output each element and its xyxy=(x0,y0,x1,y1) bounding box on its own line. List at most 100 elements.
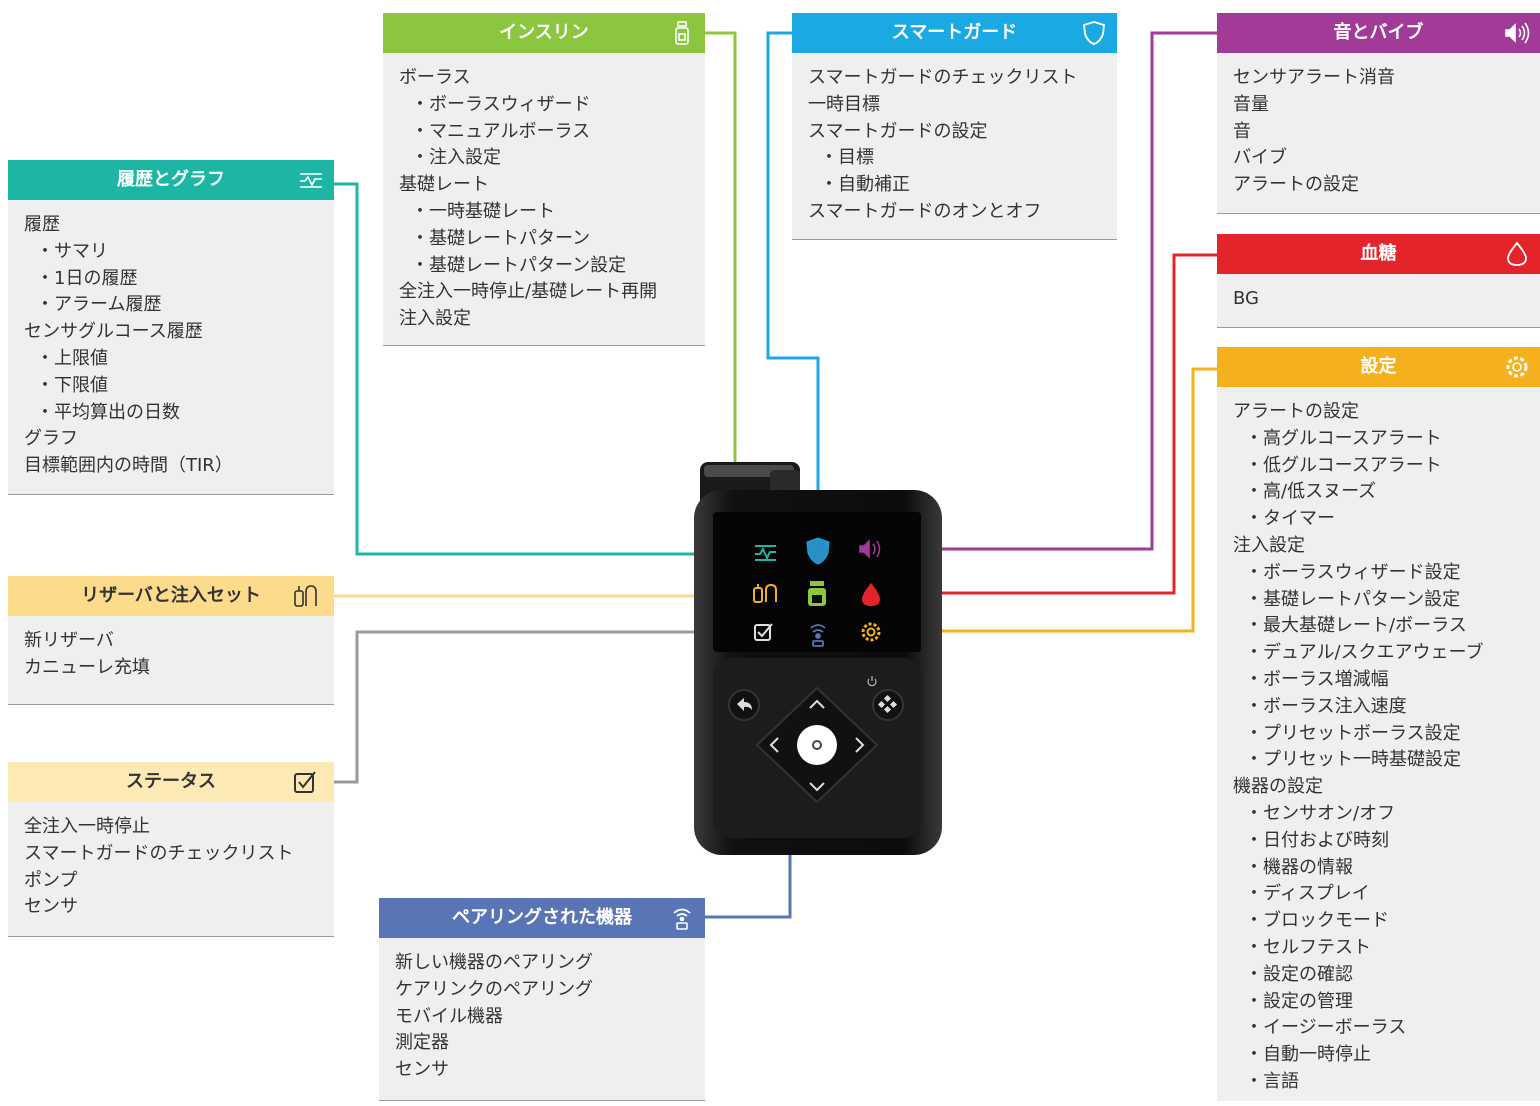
list-subitem: ボーラスウィザード設定 xyxy=(1233,560,1540,587)
panel-sound-list: センサアラート消音音量音バイブアラートの設定 xyxy=(1217,53,1540,209)
panel-settings-title: 設定 xyxy=(1360,356,1397,377)
panel-settings-list: アラートの設定高グルコースアラート低グルコースアラート高/低スヌーズタイマー注入… xyxy=(1217,387,1540,1106)
speaker-icon[interactable] xyxy=(859,539,881,559)
panel-status-title: ステータス xyxy=(126,771,216,792)
list-item: スマートガードのチェックリスト xyxy=(808,67,1078,88)
list-subitem: 目標 xyxy=(808,145,1117,172)
connector-bg xyxy=(890,253,1217,595)
panel-paired-header: ペアリングされた機器 xyxy=(379,898,705,938)
list-subitem: 基礎レートパターン設定 xyxy=(1233,587,1540,614)
checkbox-icon xyxy=(294,771,316,793)
panel-insulin-header: インスリン xyxy=(383,13,705,53)
list-subitem: 設定の管理 xyxy=(1233,989,1540,1016)
panel-paired: ペアリングされた機器 新しい機器のペアリングケアリンクのペアリングモバイル機器測… xyxy=(379,898,705,1101)
power-icon xyxy=(867,676,877,687)
panel-status-header: ステータス xyxy=(8,762,334,802)
list-subitem: プリセット一時基礎設定 xyxy=(1233,747,1540,774)
checkbox-icon[interactable] xyxy=(754,623,773,641)
panel-bg: 血糖 BG xyxy=(1217,234,1540,328)
panel-sound-title: 音とバイブ xyxy=(1333,22,1424,43)
wireless-icon xyxy=(673,908,691,930)
panel-status: ステータス 全注入一時停止スマートガードのチェックリストポンプセンサ xyxy=(8,762,334,937)
list-subitem: タイマー xyxy=(1233,506,1540,533)
list-subitem: 日付および時刻 xyxy=(1233,828,1540,855)
panel-insulin-list: ボーラスボーラスウィザードマニュアルボーラス注入設定基礎レート一時基礎レート基礎… xyxy=(383,53,705,343)
panel-history-header: 履歴とグラフ xyxy=(8,160,334,200)
graph-icon xyxy=(300,173,322,188)
nav-pad[interactable] xyxy=(755,686,879,804)
list-item: 注入設定 xyxy=(399,308,471,330)
blood-drop-icon[interactable] xyxy=(862,583,880,606)
gear-icon xyxy=(1506,356,1528,378)
list-subitem: 下限値 xyxy=(24,373,334,400)
list-item: 全注入一時停止/基礎レート再開 xyxy=(399,281,658,303)
list-subitem: 基礎レートパターン xyxy=(399,226,705,253)
list-subitem: 低グルコースアラート xyxy=(1233,453,1540,480)
shield-icon[interactable] xyxy=(806,537,830,565)
panel-smartguard-list: スマートガードのチェックリスト一時目標スマートガードの設定目標自動補正スマートガ… xyxy=(792,53,1117,236)
list-item: ケアリンクのペアリング xyxy=(395,978,593,1000)
list-item: 機器の設定 xyxy=(1233,776,1323,798)
list-item: カニューレ充填 xyxy=(24,656,150,678)
list-subitem: セルフテスト xyxy=(1233,935,1540,962)
list-subitem: 言語 xyxy=(1233,1069,1540,1096)
list-subitem: 1日の履歴 xyxy=(24,266,334,293)
list-subitem: 平均算出の日数 xyxy=(24,400,334,427)
connector-sound xyxy=(890,31,1217,551)
list-subitem: マニュアルボーラス xyxy=(399,119,705,146)
select-icon[interactable] xyxy=(812,740,822,750)
panel-sound: 音とバイブ センサアラート消音音量音バイブアラートの設定 xyxy=(1217,13,1540,214)
speaker-icon xyxy=(1505,22,1530,44)
list-subitem: 一時基礎レート xyxy=(399,199,705,226)
connector-settings xyxy=(890,367,1217,633)
panel-smartguard: スマートガード スマートガードのチェックリスト一時目標スマートガードの設定目標自… xyxy=(792,13,1117,240)
list-item: 音量 xyxy=(1233,93,1269,115)
right-icon[interactable] xyxy=(855,737,865,753)
panel-insulin: インスリン ボーラスボーラスウィザードマニュアルボーラス注入設定基礎レート一時基… xyxy=(383,13,705,346)
list-item: グラフ xyxy=(24,428,78,450)
menu-icon xyxy=(877,694,898,714)
back-button[interactable] xyxy=(728,689,760,721)
down-icon[interactable] xyxy=(809,782,825,792)
panel-reservoir-title: リザーバと注入セット xyxy=(81,585,261,606)
list-subitem: 最大基礎レート/ボーラス xyxy=(1233,613,1540,640)
panel-sound-header: 音とバイブ xyxy=(1217,13,1540,53)
list-subitem: プリセットボーラス設定 xyxy=(1233,721,1540,748)
blood-drop-icon xyxy=(1507,241,1527,266)
reservoir-icon[interactable] xyxy=(753,583,777,603)
menu-button[interactable] xyxy=(872,689,904,721)
list-item: 全注入一時停止 xyxy=(24,816,150,837)
panel-reservoir-list: 新リザーバカニューレ充填 xyxy=(8,616,334,692)
up-icon[interactable] xyxy=(809,699,825,709)
list-subitem: 設定の確認 xyxy=(1233,962,1540,989)
graph-icon[interactable] xyxy=(755,545,776,561)
gear-icon[interactable] xyxy=(861,622,881,642)
list-subitem: 上限値 xyxy=(24,346,334,373)
list-subitem: 基礎レートパターン設定 xyxy=(399,253,705,280)
list-item: センサアラート消音 xyxy=(1233,67,1395,88)
panel-paired-list: 新しい機器のペアリングケアリンクのペアリングモバイル機器測定器センサ xyxy=(379,938,705,1094)
left-icon[interactable] xyxy=(769,737,779,753)
list-item: ポンプ xyxy=(24,869,78,891)
list-item: スマートガードのオンとオフ xyxy=(808,200,1042,222)
list-item: スマートガードのチェックリスト xyxy=(24,842,294,864)
panel-bg-title: 血糖 xyxy=(1360,243,1397,264)
list-item: 音 xyxy=(1233,120,1251,142)
insulin-vial-icon[interactable] xyxy=(808,581,826,606)
list-subitem: ボーラス注入速度 xyxy=(1233,694,1540,721)
panel-reservoir: リザーバと注入セット 新リザーバカニューレ充填 xyxy=(8,576,334,705)
list-subitem: アラーム履歴 xyxy=(24,292,334,319)
connector-smartguard xyxy=(766,31,820,530)
panel-history: 履歴とグラフ 履歴サマリ1日の履歴アラーム履歴センサグルコース履歴上限値下限値平… xyxy=(8,160,334,495)
connector-history xyxy=(334,182,740,556)
list-item: センサ xyxy=(395,1059,449,1081)
insulin-vial-icon xyxy=(675,21,689,45)
list-subitem: センサオン/オフ xyxy=(1233,801,1540,828)
back-icon xyxy=(737,698,752,711)
panel-settings-header: 設定 xyxy=(1217,347,1540,387)
list-subitem: 機器の情報 xyxy=(1233,855,1540,882)
list-item: 基礎レート xyxy=(399,174,489,196)
list-item: モバイル機器 xyxy=(395,1005,503,1027)
wireless-icon[interactable] xyxy=(810,624,826,647)
